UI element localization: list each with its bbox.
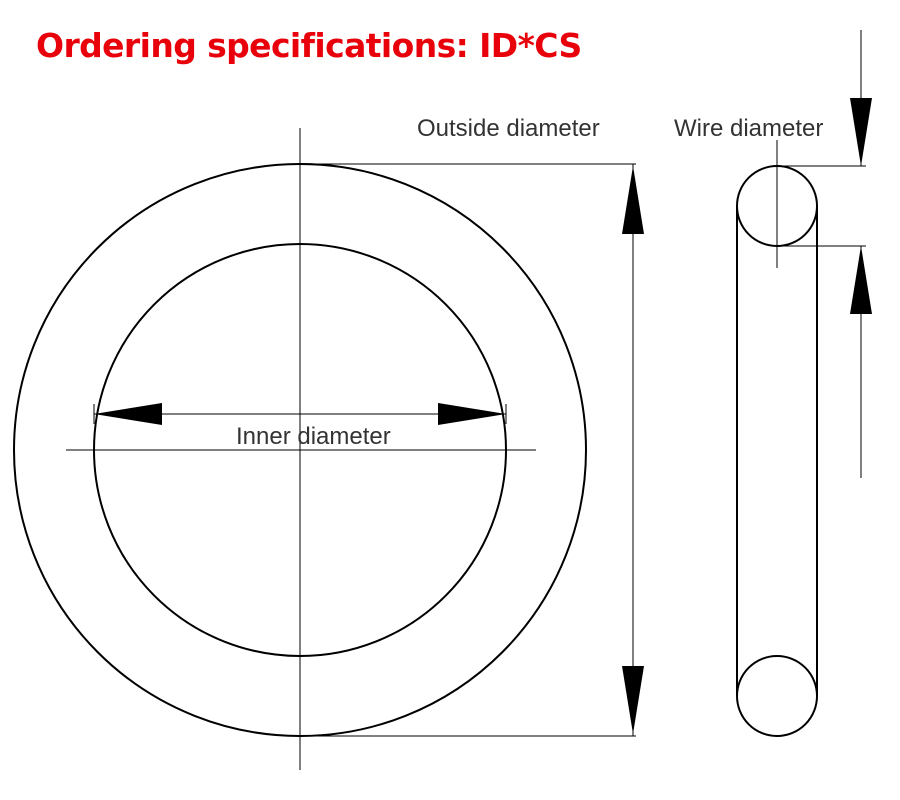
center-lines [66,128,536,770]
wire-diameter-arrow-bottom [850,246,872,314]
page-title: Ordering specifications: ID*CS [36,26,582,65]
outside-diameter-arrow-top [622,166,644,234]
inner-diameter-arrow-left [94,403,162,425]
outside-diameter-label: Outside diameter [417,115,600,142]
wire-diameter-arrow-top [850,98,872,166]
wire-diameter-dimension [777,30,866,478]
outside-diameter-arrow-bottom [622,666,644,734]
inner-diameter-arrow-right [438,403,506,425]
inner-diameter-label: Inner diameter [236,423,391,450]
side-view-bottom-section [736,655,818,737]
wire-diameter-label: Wire diameter [674,115,823,142]
outside-diameter-dimension [300,163,636,737]
